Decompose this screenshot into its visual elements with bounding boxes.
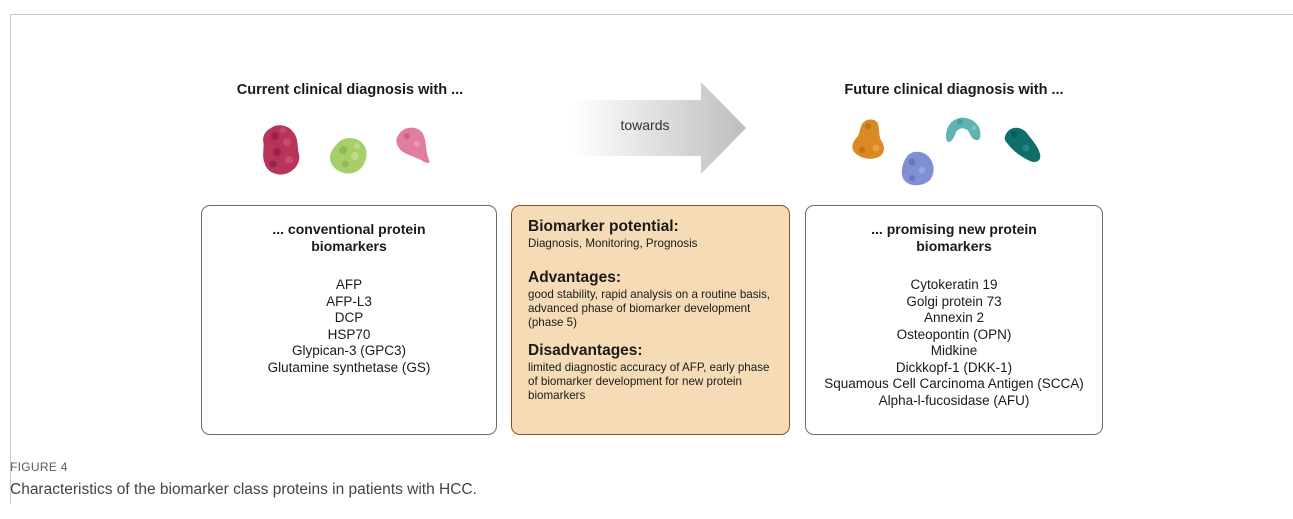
list-item: Annexin 2 bbox=[923, 310, 985, 325]
protein-teal-light-icon bbox=[946, 117, 981, 142]
future-diagnosis-heading: Future clinical diagnosis with ... bbox=[844, 82, 1064, 98]
protein-pink-icon bbox=[396, 127, 430, 163]
section-heading: Biomarker potential: bbox=[528, 218, 679, 235]
new-biomarkers-box: ... promising new protein biomarkers Cyt… bbox=[805, 205, 1103, 435]
list-item: DCP bbox=[334, 310, 364, 325]
list-item: Dickkopf-1 (DKK-1) bbox=[895, 359, 1013, 375]
protein-teal-dark-icon bbox=[1004, 127, 1041, 162]
arrow-label: towards bbox=[620, 117, 670, 133]
list-item: Golgi protein 73 bbox=[906, 293, 1002, 309]
conventional-proteins-icons bbox=[263, 125, 430, 175]
new-biomarkers-list: Cytokeratin 19 Golgi protein 73 Annexin … bbox=[806, 277, 1102, 409]
list-item: HSP70 bbox=[327, 326, 371, 342]
protein-orange-icon bbox=[852, 119, 884, 159]
section-heading: Disadvantages: bbox=[528, 342, 643, 359]
advantages-section: Advantages: good stability, rapid analys… bbox=[512, 269, 789, 330]
conventional-biomarkers-title: ... conventional protein biomarkers bbox=[272, 221, 426, 254]
list-item: Glutamine synthetase (GS) bbox=[267, 359, 431, 375]
list-item: Midkine bbox=[930, 343, 978, 358]
figure-caption: Characteristics of the biomarker class p… bbox=[10, 481, 477, 498]
current-diagnosis-heading: Current clinical diagnosis with ... bbox=[236, 82, 464, 98]
conventional-biomarkers-box: ... conventional protein biomarkers AFP … bbox=[201, 205, 497, 435]
protein-crimson-icon bbox=[263, 125, 300, 175]
list-item: AFP bbox=[335, 277, 363, 292]
disadvantages-section: Disadvantages: limited diagnostic accura… bbox=[512, 342, 789, 403]
protein-lime-icon bbox=[330, 138, 367, 174]
figure-top-rule bbox=[10, 14, 1293, 15]
list-item: Cytokeratin 19 bbox=[910, 277, 998, 292]
list-item: Osteopontin (OPN) bbox=[896, 326, 1012, 342]
protein-periwinkle-icon bbox=[901, 151, 934, 186]
section-heading: Advantages: bbox=[528, 269, 622, 286]
biomarker-characteristics-box: Biomarker potential: Diagnosis, Monitori… bbox=[511, 205, 790, 435]
figure-label: FIGURE 4 bbox=[10, 460, 68, 474]
section-text: Diagnosis, Monitoring, Prognosis bbox=[528, 237, 698, 250]
list-item: AFP-L3 bbox=[326, 293, 372, 309]
biomarker-potential-section: Biomarker potential: Diagnosis, Monitori… bbox=[512, 218, 789, 251]
figure-left-rule bbox=[10, 14, 11, 504]
new-proteins-icons bbox=[852, 117, 1041, 186]
towards-arrow bbox=[573, 82, 746, 174]
conventional-biomarkers-list: AFP AFP-L3 DCP HSP70 Glypican-3 (GPC3) G… bbox=[202, 277, 496, 376]
list-item: Glypican-3 (GPC3) bbox=[291, 343, 407, 358]
list-item: Alpha-l-fucosidase (AFU) bbox=[878, 392, 1030, 408]
list-item: Squamous Cell Carcinoma Antigen (SCCA) bbox=[824, 376, 1084, 391]
new-biomarkers-title: ... promising new protein biomarkers bbox=[871, 221, 1037, 254]
section-text: good stability, rapid analysis on a rout… bbox=[528, 288, 771, 329]
section-text: limited diagnostic accuracy of AFP, earl… bbox=[528, 361, 770, 402]
